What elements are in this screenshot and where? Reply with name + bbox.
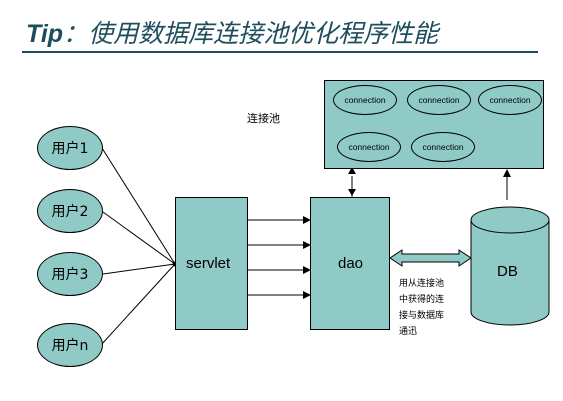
dao-label: dao [338,255,364,272]
note-line-1: 用从连接池 [399,279,445,289]
note-line-2: 中获得的连 [399,295,445,305]
note-line-3: 接与数据库 [399,311,445,321]
pool-label: 连接池 [247,112,280,125]
connection-3: connection [478,85,542,115]
user1-line [101,147,176,265]
user3-line [102,263,176,275]
db-cylinder [470,206,550,326]
title-text: 使用数据库连接池优化程序性能 [88,19,439,48]
connection-2: connection [407,85,471,115]
connection-5: connection [411,132,475,162]
title-rule [22,51,538,53]
user-n: 用户n [37,323,103,367]
title-prefix: Tip [26,20,64,48]
connection-1: connection [333,85,397,115]
connection-4: connection [337,132,401,162]
user-1: 用户1 [37,126,103,170]
dao-db-note: 用从连接池 中获得的连 接与数据库 通迅 [399,276,469,340]
dao-box: dao [310,197,390,330]
dao-db-double-arrow [389,249,472,267]
servlet-label: servlet [186,255,231,272]
user-2: 用户2 [37,189,103,233]
page-title: Tip：使用数据库连接池优化程序性能 [26,14,438,50]
db-label: DB [497,263,518,280]
connection-pool-box: connection connection connection connect… [324,80,544,169]
user-3: 用户3 [37,252,103,296]
servlet-box: servlet [175,197,248,330]
user2-line [102,211,176,265]
note-line-4: 通迅 [399,327,418,337]
usern-line [100,263,176,346]
title-separator: ： [63,19,89,48]
